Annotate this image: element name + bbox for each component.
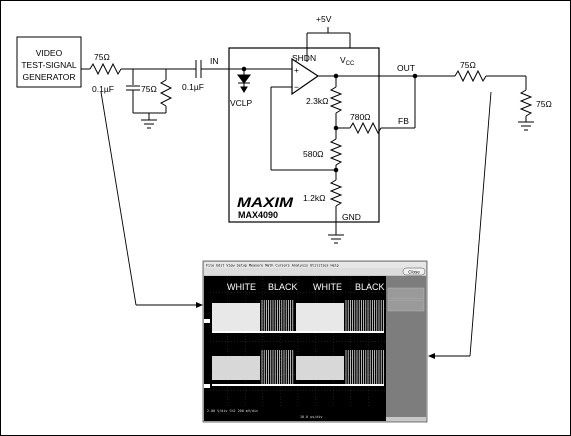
scope-menu-bar[interactable]: [204, 262, 426, 268]
probe-line-in: [100, 91, 137, 306]
label-pin-gnd: GND: [342, 212, 361, 222]
scope-status-text: 2.00 V/div Ch2 200 mV/div: [207, 409, 258, 413]
scope-status-bar: [204, 407, 386, 421]
arrow-to-ch1: [196, 302, 203, 308]
resistor-load: [519, 89, 533, 117]
label-c-couple: 0.1µF: [182, 82, 204, 92]
label-r-load: 75Ω: [536, 99, 552, 109]
ch1-baseline: [212, 331, 384, 333]
ch1-white-segment: [212, 303, 260, 331]
generator-label-line3: GENERATOR: [22, 72, 75, 82]
scope-label-white-1: WHITE: [227, 282, 256, 292]
scope-toolbar: [204, 268, 426, 275]
label-pin-shdn: SHDN: [292, 53, 316, 63]
ch1-marker: [204, 319, 210, 323]
resistor-term-in: [159, 79, 173, 107]
label-supply: +5V: [316, 14, 332, 24]
label-pin-vcc: VCC: [340, 55, 355, 67]
scope-label-black-1: BLACK: [268, 282, 298, 292]
ch2-white-segment: [212, 356, 260, 380]
scope-label-black-2: BLACK: [355, 282, 385, 292]
label-pin-out: OUT: [397, 63, 415, 73]
generator-label-line1: VIDEO: [36, 48, 63, 58]
label-pin-fb: FB: [398, 116, 409, 126]
video-generator-box: VIDEO TEST-SIGNAL GENERATOR: [16, 36, 82, 88]
resistor-1-2k: [329, 179, 343, 207]
label-r-780: 780Ω: [350, 112, 371, 122]
ch2-white-segment: [296, 356, 344, 380]
op-amp-symbol: [291, 57, 320, 96]
resistor-series-out: [454, 69, 487, 83]
ch1-white-segment: [296, 303, 344, 331]
label-r-series-in: 75Ω: [94, 52, 110, 62]
resistor-580: [329, 138, 343, 166]
label-pin-vclp: VCLP: [230, 98, 253, 108]
probe-line-out: [469, 91, 492, 357]
arrow-to-ch2: [428, 353, 435, 359]
label-pin-in: IN: [210, 56, 219, 66]
resistor-780: [349, 121, 382, 135]
label-r-1-2k: 1.2kΩ: [303, 193, 325, 203]
op-amp-minus: −: [294, 82, 299, 92]
part-number: MAX4090: [238, 210, 278, 220]
label-r-series-out: 75Ω: [460, 60, 476, 70]
max4090-chip-outline: [228, 47, 380, 223]
label-c-term: 0.1µF: [92, 84, 114, 94]
maxim-logo: MAXIM: [237, 194, 293, 210]
scope-traces: [212, 300, 384, 386]
oscilloscope-screenshot: File Edit View Setup Measure Math Cursor…: [202, 260, 428, 423]
scope-close-label: Close: [408, 270, 420, 275]
op-amp-plus: +: [294, 65, 299, 75]
scope-side-btn-2[interactable]: [387, 299, 425, 312]
scope-close-button[interactable]: [402, 267, 426, 276]
scope-menu-text: File Edit View Setup Measure Math Cursor…: [206, 264, 339, 268]
scope-side-btn-1[interactable]: [387, 287, 425, 300]
scope-status-text-2: 10.0 µs/div: [300, 415, 322, 419]
resistor-2-3k: [329, 86, 343, 114]
scope-side-panel: [386, 276, 426, 417]
ch2-marker: [204, 384, 210, 388]
resistor-series-in: [89, 62, 122, 76]
label-r-580: 580Ω: [303, 149, 324, 159]
ch2-baseline: [212, 384, 384, 386]
generator-label-line2: TEST-SIGNAL: [21, 60, 77, 70]
scope-label-white-2: WHITE: [313, 282, 342, 292]
clamp-diode: [237, 74, 251, 84]
label-r-2-3k: 2.3kΩ: [306, 96, 328, 106]
label-r-term-in: 75Ω: [141, 84, 157, 94]
